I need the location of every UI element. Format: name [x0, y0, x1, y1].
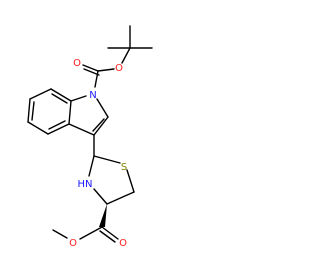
bond-c7a-c3a: [68, 100, 72, 125]
bond-lines: [27, 25, 153, 243]
bond-s-c5prime: [126, 169, 135, 193]
bond-c7-c7a-inner: [51, 93, 68, 104]
bond-n-c2prime: [88, 155, 95, 177]
bond-c3-c3a: [68, 123, 95, 136]
atom-label-indole-n: N: [89, 90, 96, 101]
bond-c5-c6: [27, 98, 31, 123]
bond-c4prime-n: [93, 188, 108, 205]
bond-o-methyl: [52, 229, 68, 239]
bond-o-to-carbonyl: [97, 68, 115, 72]
atom-label-ester-carbonyl-o: O: [119, 238, 127, 249]
wedge-bond-stereocenter: [99, 204, 107, 227]
bond-carbonyl-double-a: [82, 64, 99, 72]
chemical-structure-drawing: O O N S HN O O: [27, 25, 153, 249]
bond-c2-c3-inner: [92, 118, 105, 132]
bond-ester-c-o-double-a: [101, 226, 119, 240]
atom-label-ester-alkoxy-o: O: [69, 238, 77, 249]
bond-c3a-c4-inner: [48, 120, 66, 130]
bond-c5prime-c4prime: [106, 191, 135, 205]
bond-tbu-to-o: [121, 47, 131, 64]
bond-ester-c-o-alkoxy: [79, 226, 103, 240]
bond-c7a-n: [70, 95, 87, 102]
bond-c2-c3: [93, 116, 109, 136]
bond-c4-c5: [27, 121, 49, 135]
bond-carbonyl-double-b: [83, 68, 100, 76]
bond-n-c2: [96, 98, 109, 118]
bond-c2prime-s: [93, 155, 121, 164]
bond-carbonyl-to-n: [94, 70, 99, 88]
atom-label-carbamate-ester-o: O: [115, 63, 123, 74]
bond-ester-c-o-double-b: [99, 230, 116, 243]
atom-label-thiazolidine-nh: HN: [78, 179, 93, 190]
bond-c3a-c4: [47, 123, 70, 135]
atom-label-thiazolidine-s: S: [121, 162, 127, 173]
bond-c5-c6-inner: [31, 101, 35, 121]
bond-c6-c7: [29, 88, 52, 100]
bond-c7-c7a: [50, 88, 72, 102]
atom-label-carbamate-carbonyl-o: O: [73, 58, 81, 69]
